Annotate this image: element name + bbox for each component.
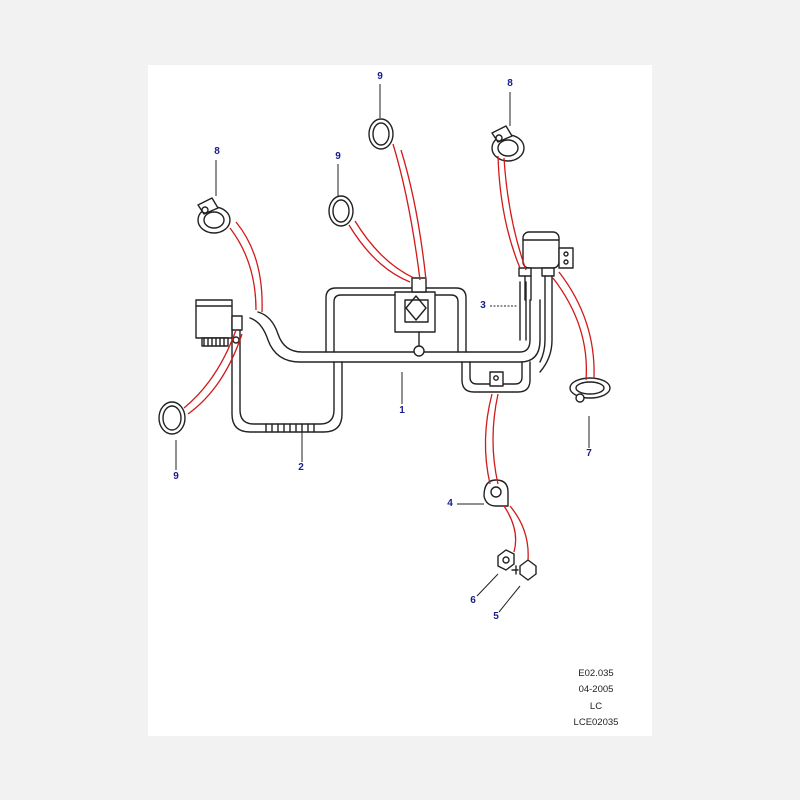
callout-8-right: 8 (507, 78, 513, 89)
callout-9-top: 9 (377, 71, 383, 82)
hose-clamp-top-right (491, 125, 525, 162)
drawing-id: LCE02035 (573, 717, 619, 728)
callout-5: 5 (493, 611, 499, 622)
o-ring-left (158, 401, 186, 435)
hose-clamp-right (569, 377, 611, 403)
pipe-assembly (249, 287, 541, 393)
assembly-leader-lines (183, 143, 595, 561)
return-hose (231, 329, 343, 433)
valve-block (394, 277, 436, 357)
bolt (511, 559, 537, 581)
drawing-date: 04-2005 (578, 684, 614, 695)
callout-4: 4 (447, 498, 453, 509)
hose-clamp-left (197, 197, 231, 234)
callout-7: 7 (586, 448, 592, 459)
vehicle-tag: LC (589, 701, 603, 712)
nut (497, 549, 515, 571)
callout-9-left: 9 (173, 471, 179, 482)
callout-6: 6 (470, 595, 476, 606)
p-clip (483, 479, 509, 507)
o-ring-middle (328, 195, 354, 227)
pump-unit (195, 299, 243, 347)
figure-code: E02.035 (578, 668, 614, 679)
fluid-reservoir (518, 231, 574, 373)
o-ring-top (368, 118, 394, 150)
callout-2: 2 (298, 462, 304, 473)
callout-1: 1 (399, 405, 405, 416)
callout-9-middle: 9 (335, 151, 341, 162)
callout-3: 3 (480, 300, 486, 311)
callout-8-left: 8 (214, 146, 220, 157)
callout-leader-lines (175, 84, 590, 613)
stud (519, 281, 527, 341)
